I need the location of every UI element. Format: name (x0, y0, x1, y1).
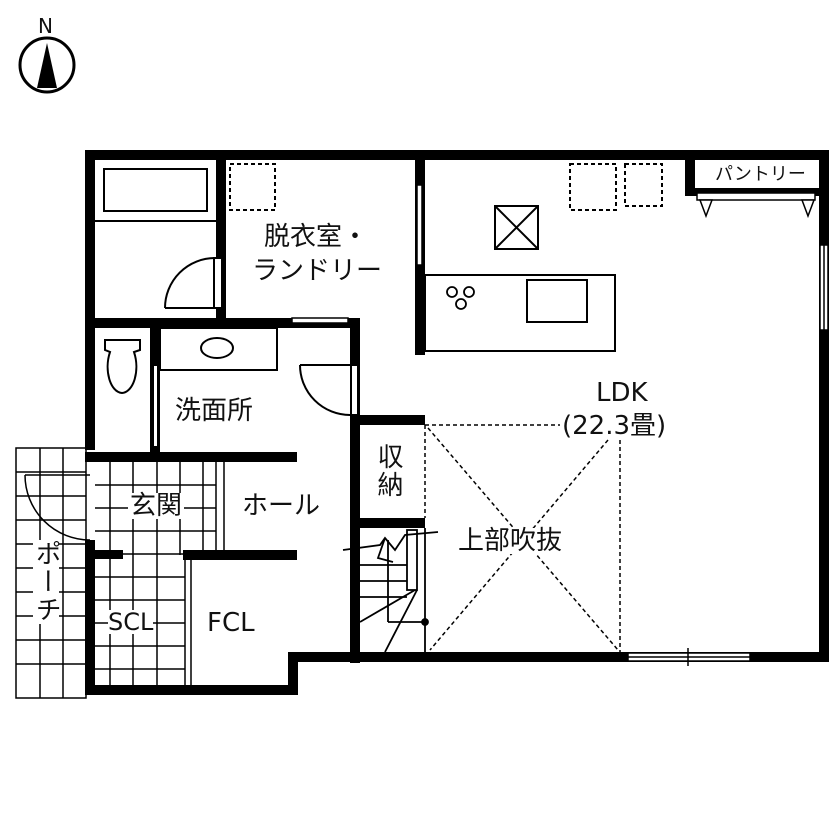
room-label-washroom: 洗面所 (175, 396, 254, 426)
room-label-entrance: 玄関 (128, 491, 185, 521)
pantry-shelf (696, 192, 816, 219)
room-label-void: 上部吹抜 (458, 526, 563, 556)
room-label-pantry: パントリー (715, 164, 806, 185)
bathtub-icon (95, 168, 216, 222)
north-arrow-icon (18, 36, 76, 94)
room-label-hall: ホール (242, 491, 321, 521)
room-label-ldk-area: (22.3畳) (562, 411, 667, 441)
toilet-icon (104, 339, 141, 395)
room-label-storage: 収納 (373, 443, 403, 499)
room-label-porch: ポーチ (31, 540, 61, 624)
sliding-door-icon (291, 184, 423, 324)
room-label-scl: SCL (108, 608, 154, 636)
room-label-ldk: LDK (596, 378, 648, 408)
void-outline (424, 424, 621, 652)
door-icon (152, 364, 359, 448)
room-label-fcl: FCL (207, 608, 255, 638)
room-label-dressing: 脱衣室・ (264, 222, 369, 252)
north-label: N (38, 14, 53, 38)
kitchen-fixtures (424, 163, 663, 352)
window-icon (627, 244, 829, 666)
staircase-icon (342, 528, 439, 653)
washer-outline (229, 163, 290, 321)
stove-burner-icon (446, 286, 475, 310)
room-label-dressing-2: ランドリー (252, 256, 383, 286)
bath-door-icon (164, 257, 223, 309)
washbasin-icon (159, 327, 278, 371)
